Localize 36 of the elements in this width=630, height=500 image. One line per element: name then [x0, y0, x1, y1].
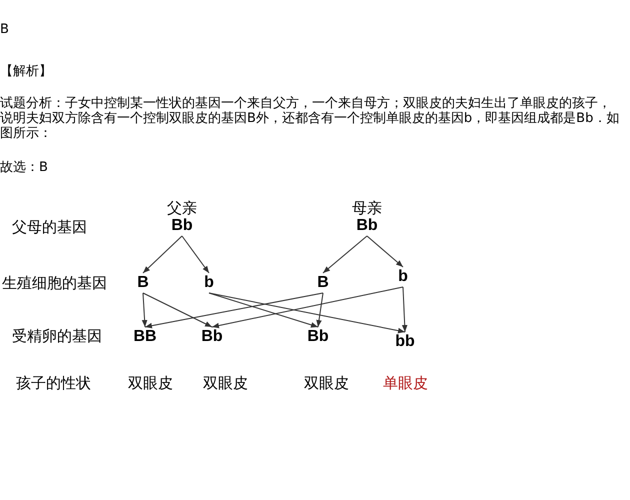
arrow [142, 292, 212, 328]
arrow [208, 292, 318, 328]
trait-label: 双眼皮 [203, 376, 248, 391]
genotype-text: Bb [201, 328, 223, 346]
answer-text: B [0, 22, 9, 37]
genotype-text: B [137, 274, 149, 292]
row-label: 父母的基因 [12, 220, 87, 235]
arrow [212, 286, 404, 328]
arrow [142, 236, 182, 274]
genotype-text: BB [133, 328, 157, 346]
genotype-text: Bb [356, 217, 378, 235]
answer-text: 【解析】 [0, 64, 52, 79]
arrow [402, 286, 408, 332]
row-label: 生殖细胞的基因 [2, 276, 107, 291]
genotype-text: Bb [307, 328, 329, 346]
parent-label: 父亲 [167, 199, 197, 217]
trait-label: 单眼皮 [383, 376, 428, 391]
genotype-text: bb [395, 333, 415, 351]
arrow [316, 292, 324, 328]
arrow [144, 292, 324, 328]
row-label: 受精卵的基因 [12, 329, 102, 344]
genotype-text: Bb [171, 217, 193, 235]
genotype-text: B [317, 274, 329, 292]
trait-label: 双眼皮 [304, 376, 349, 391]
arrow [366, 236, 404, 268]
arrow [142, 292, 148, 328]
parent-label: 母亲 [352, 199, 382, 217]
genotype-text: b [398, 268, 408, 286]
arrow [208, 292, 406, 334]
arrow [322, 236, 368, 274]
trait-label: 双眼皮 [128, 376, 173, 391]
explanation-paragraph: 试题分析：子女中控制某一性状的基因一个来自父方，一个来自母方；双眼皮的夫妇生出了单眼皮的孩子，说明夫妇双方除含有一个控制双眼皮的基因B外，还都含有一个控制单眼皮的基因b，即基因组成都是Bb．如图所示： [0, 96, 620, 141]
row-label: 孩子的性状 [16, 376, 91, 391]
genotype-text: b [204, 274, 214, 292]
answer-text: 故选：B [0, 160, 48, 175]
arrow [182, 236, 210, 274]
